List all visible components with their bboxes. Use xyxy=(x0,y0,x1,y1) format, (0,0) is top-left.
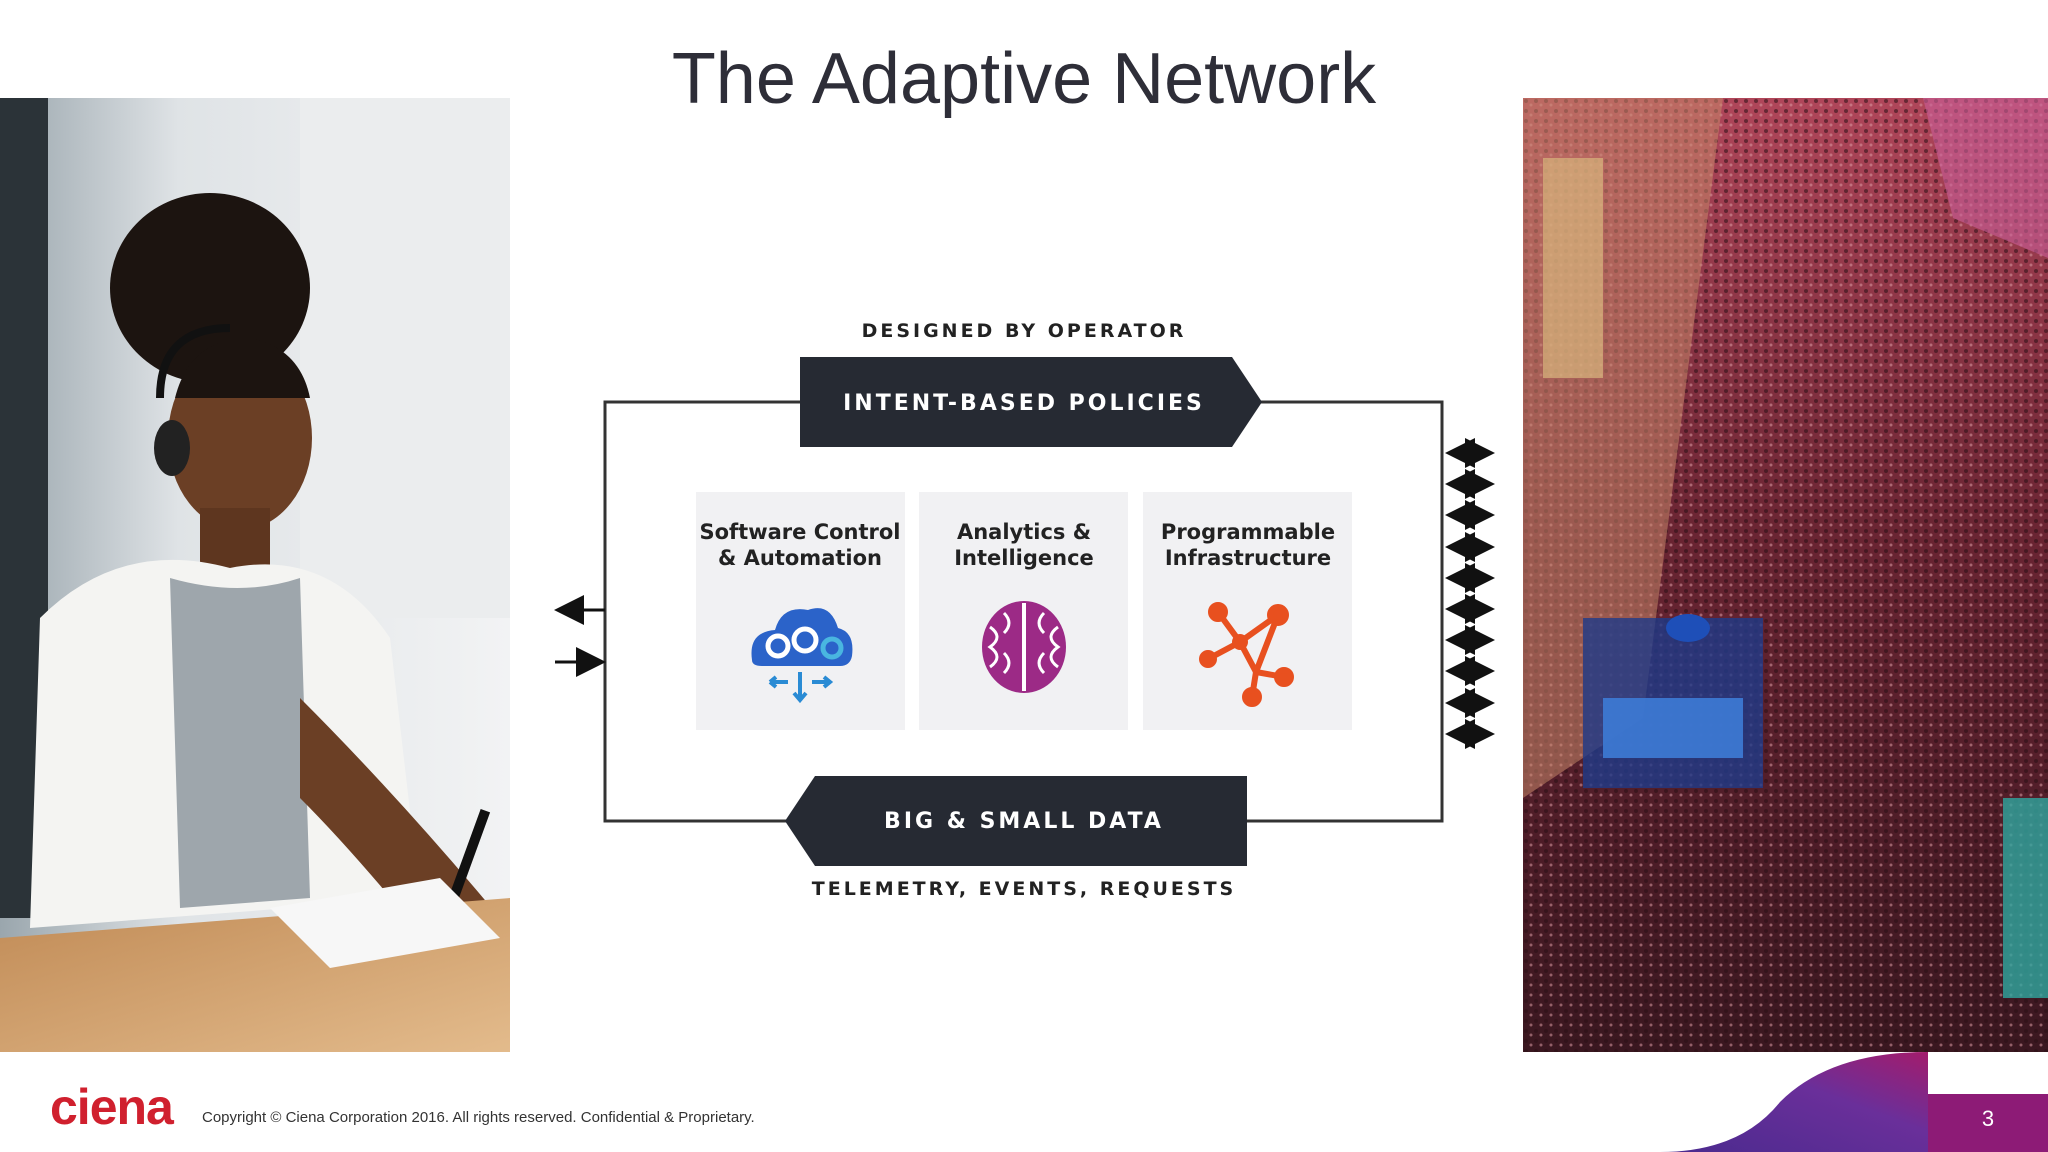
footer-swoosh-graphic xyxy=(1660,1052,1928,1152)
photo-woman-with-headset xyxy=(0,98,510,1052)
panel-programmable-infrastructure: Programmable Infrastructure xyxy=(1143,492,1352,730)
panel-software-control: Software Control & Automation xyxy=(696,492,905,730)
page-number: 3 xyxy=(1928,1094,2048,1152)
adaptive-network-diagram: DESIGNED BY OPERATOR INTENT-BASED POLICI… xyxy=(540,310,1520,930)
cloud-gears-icon xyxy=(751,608,853,704)
bottom-caption: TELEMETRY, EVENTS, REQUESTS xyxy=(812,878,1236,900)
brain-icon xyxy=(982,601,1066,693)
top-banner-label: INTENT-BASED POLICIES xyxy=(843,391,1205,416)
network-nodes-icon xyxy=(1199,602,1294,707)
panel-analytics-intelligence: Analytics & Intelligence xyxy=(919,492,1128,730)
svg-text:Infrastructure: Infrastructure xyxy=(1165,546,1331,570)
svg-text:Programmable: Programmable xyxy=(1161,520,1335,544)
svg-text:Analytics &: Analytics & xyxy=(957,520,1091,544)
right-bidirectional-arrows xyxy=(1445,438,1495,749)
copyright-text: Copyright © Ciena Corporation 2016. All … xyxy=(202,1109,755,1126)
ciena-logo[interactable]: ciena xyxy=(50,1079,174,1135)
top-caption: DESIGNED BY OPERATOR xyxy=(862,320,1187,342)
svg-text:Software Control: Software Control xyxy=(699,520,900,544)
top-banner-shape xyxy=(800,357,1262,447)
bottom-banner-shape xyxy=(785,776,1247,866)
slide-title: The Adaptive Network xyxy=(671,39,1377,119)
photo-aerial-crowd xyxy=(1523,98,2048,1052)
svg-text:& Automation: & Automation xyxy=(718,546,882,570)
svg-text:Intelligence: Intelligence xyxy=(954,546,1094,570)
bottom-banner-label: BIG & SMALL DATA xyxy=(884,809,1164,834)
